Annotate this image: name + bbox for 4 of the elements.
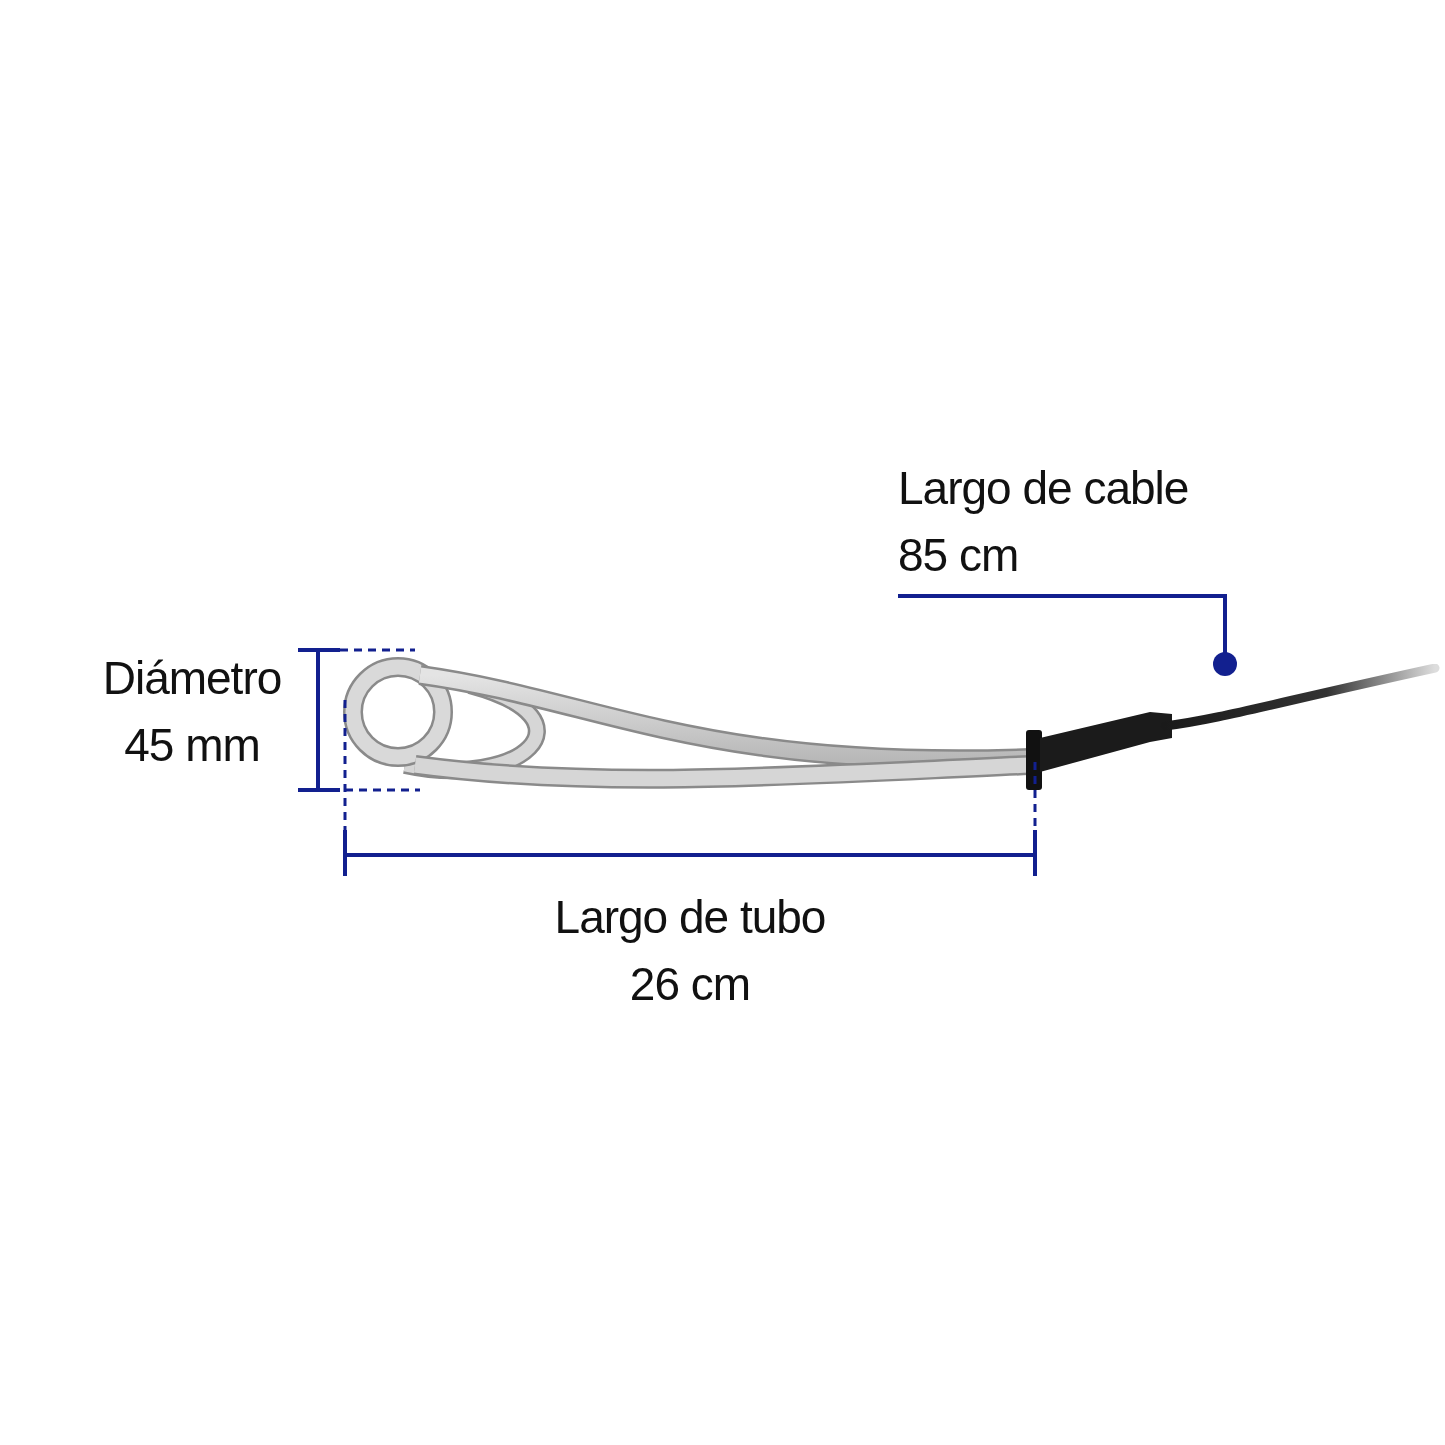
dimension-label: Largo de tubo 26 cm [553,890,827,1012]
dimension-label: Largo de cable 85 cm [898,461,1190,583]
dimension-label: Diámetro 45 mm [101,651,283,773]
leader-line [898,594,1237,676]
